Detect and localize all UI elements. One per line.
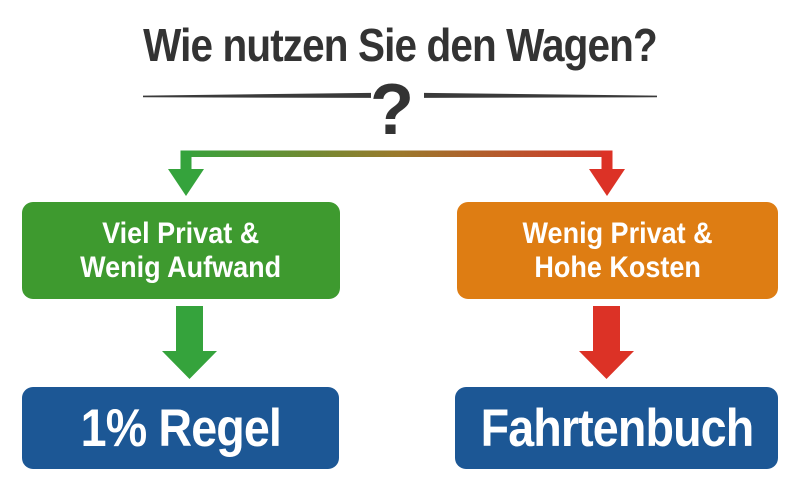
branch-right-stem [601, 150, 613, 171]
result-right-label: Fahrtenbuch [480, 398, 754, 458]
result-box-left: 1% Regel [22, 387, 339, 469]
condition-box-right: Wenig Privat & Hohe Kosten [457, 202, 778, 299]
branch-right-arrowhead-icon [589, 169, 625, 196]
condition-left-line2: Wenig Aufwand [80, 250, 282, 284]
result-left-label: 1% Regel [80, 398, 281, 458]
condition-right-line2: Hohe Kosten [534, 250, 701, 284]
condition-box-left-label: Viel Privat & Wenig Aufwand [80, 217, 281, 285]
condition-box-left: Viel Privat & Wenig Aufwand [22, 202, 340, 299]
condition-right-line1: Wenig Privat & [522, 216, 713, 250]
result-box-right: Fahrtenbuch [455, 387, 778, 469]
branch-left-arrowhead-icon [168, 169, 204, 196]
page-title: Wie nutzen Sie den Wagen? [143, 19, 658, 71]
title-underline-left [143, 92, 371, 98]
condition-left-line1: Viel Privat & [102, 216, 260, 250]
branch-left-stem [180, 150, 192, 171]
branch-bar [181, 150, 612, 157]
down-arrow-red-icon [579, 306, 634, 379]
down-arrow-green-icon [162, 306, 217, 379]
question-mark: ? [370, 70, 414, 150]
title-underline-right [424, 92, 657, 98]
condition-box-right-label: Wenig Privat & Hohe Kosten [522, 217, 712, 285]
